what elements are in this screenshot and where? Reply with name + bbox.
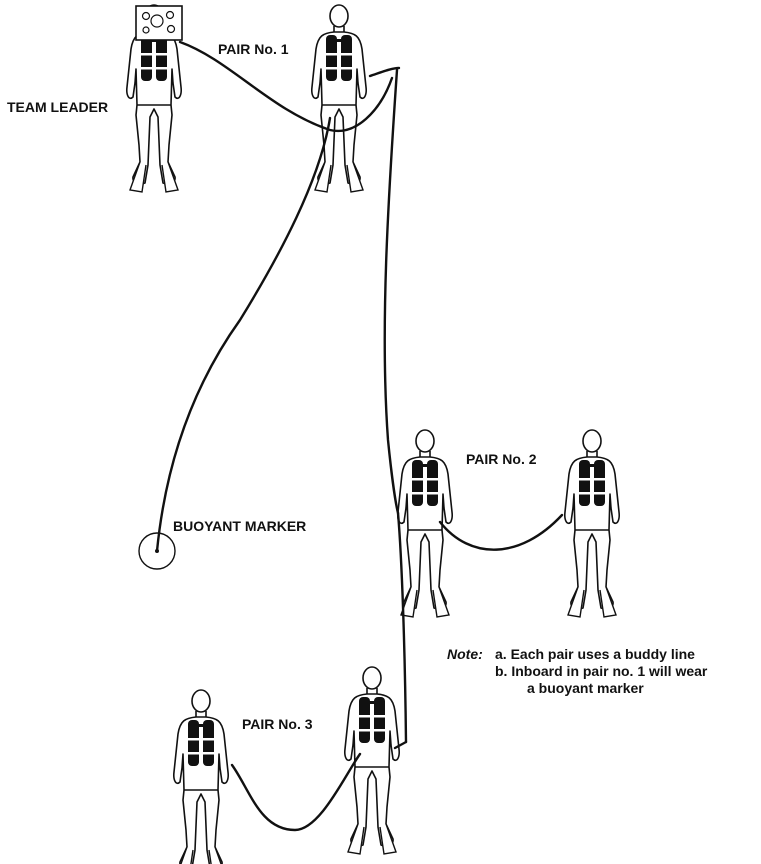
diver-pair3-inboard bbox=[344, 666, 400, 855]
note-item-b: b. Inboard in pair no. 1 will wear bbox=[495, 663, 708, 679]
diver-pair1 bbox=[311, 4, 367, 193]
label-pair3: PAIR No. 3 bbox=[242, 716, 313, 732]
line-pair3-buddy bbox=[230, 752, 362, 832]
label-team-leader: TEAM LEADER bbox=[7, 99, 109, 115]
label-buoyant-marker: BUOYANT MARKER bbox=[173, 518, 307, 534]
diver-pair2-inboard bbox=[397, 429, 453, 618]
diver-pair2-outboard bbox=[564, 429, 620, 618]
note-item-a: a. Each pair uses a buddy line bbox=[495, 646, 695, 662]
diver-pair3-outboard bbox=[173, 689, 229, 864]
line-pair3-tether bbox=[393, 740, 408, 750]
label-pair1: PAIR No. 1 bbox=[218, 41, 289, 57]
slate-icon bbox=[135, 5, 183, 41]
line-buoyant-marker bbox=[155, 116, 332, 553]
line-pair1-to-pair2 bbox=[383, 68, 400, 515]
line-pair2-to-pair3 bbox=[396, 511, 408, 744]
label-pair2: PAIR No. 2 bbox=[466, 451, 537, 467]
line-pair2-buddy bbox=[438, 513, 564, 551]
note-heading: Note: bbox=[447, 646, 483, 662]
line-pair1-hand bbox=[368, 66, 401, 78]
note-item-b-cont: a buoyant marker bbox=[527, 680, 644, 696]
line-leader-to-pair1 bbox=[178, 40, 394, 133]
